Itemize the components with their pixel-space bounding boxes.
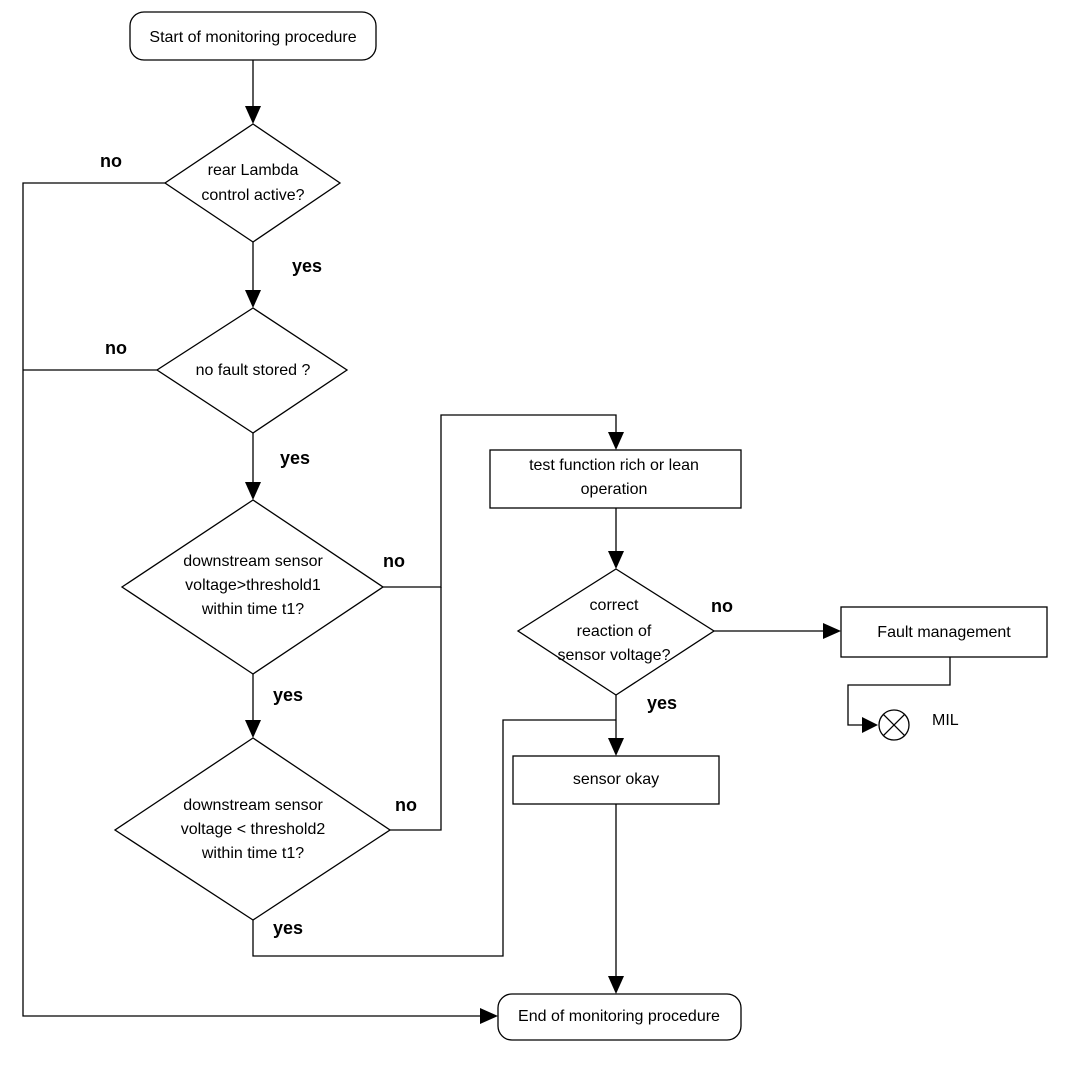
threshold2-line-3: within time t1? (201, 845, 304, 862)
threshold1-decision: downstream sensor voltage>threshold1 wit… (120, 499, 385, 675)
no-fault-diamond (155, 307, 349, 434)
arrowhead (608, 551, 624, 569)
threshold2-diamond (113, 737, 392, 921)
threshold2-decision: downstream sensor voltage < threshold2 w… (113, 737, 392, 921)
test-function-node: test function rich or lean operation (489, 449, 742, 509)
correct-reaction-yes-label: yes (647, 693, 677, 713)
mil-lamp-icon (878, 709, 910, 741)
threshold1-line-2: voltage>threshold1 (185, 577, 321, 594)
correct-reaction-line-2: reaction of (577, 623, 652, 640)
connector-threshold2-yes-to-sensor-okay (252, 719, 616, 957)
branch-labels: no yes no yes no yes no yes no yes (100, 151, 733, 938)
no-fault-yes-label: yes (280, 448, 310, 468)
rear-lambda-line-2: control active? (201, 187, 304, 204)
start-terminal (129, 11, 377, 61)
arrowhead (608, 976, 624, 994)
threshold1-diamond (120, 499, 385, 675)
connector-rear-lambda-no-to-end (22, 182, 480, 1017)
end-terminal (497, 993, 742, 1041)
threshold2-yes-label: yes (273, 918, 303, 938)
sensor-okay-box (512, 755, 720, 805)
arrowhead (480, 1008, 498, 1024)
correct-reaction-decision: correct reaction of sensor voltage? (516, 568, 716, 696)
rear-lambda-line-1: rear Lambda (208, 162, 299, 179)
correct-reaction-line-3: sensor voltage? (558, 647, 671, 664)
threshold2-line-2: voltage < threshold2 (181, 821, 326, 838)
arrowhead (245, 482, 261, 500)
rear-lambda-no-label: no (100, 151, 122, 171)
no-fault-label: no fault stored ? (196, 362, 311, 379)
arrowhead (823, 623, 841, 639)
test-function-box (489, 449, 742, 509)
test-function-line-2: operation (581, 481, 648, 498)
sensor-okay-node: sensor okay (512, 755, 720, 805)
connector-threshold1-no-to-test-function (383, 414, 617, 588)
rear-lambda-decision: rear Lambda control active? (163, 123, 342, 243)
sensor-okay-label: sensor okay (573, 771, 659, 788)
correct-reaction-line-1: correct (590, 597, 639, 614)
test-function-line-1: test function rich or lean (529, 457, 699, 474)
mil-indicator: MIL (878, 709, 959, 741)
end-node: End of monitoring procedure (497, 993, 742, 1041)
connector-threshold2-no-to-test-function (390, 587, 442, 831)
end-label: End of monitoring procedure (518, 1008, 720, 1025)
rear-lambda-diamond (163, 123, 342, 243)
start-node: Start of monitoring procedure (129, 11, 377, 61)
threshold2-line-1: downstream sensor (183, 797, 323, 814)
arrowhead (862, 717, 878, 733)
start-label: Start of monitoring procedure (149, 29, 356, 46)
threshold1-line-1: downstream sensor (183, 553, 323, 570)
mil-lamp-cross-b (882, 713, 906, 737)
arrowhead (245, 106, 261, 124)
rear-lambda-yes-label: yes (292, 256, 322, 276)
no-fault-no-label: no (105, 338, 127, 358)
threshold1-no-label: no (383, 551, 405, 571)
fault-management-node: Fault management (840, 606, 1048, 658)
no-fault-decision: no fault stored ? (155, 307, 349, 434)
fault-management-box (840, 606, 1048, 658)
threshold2-no-label: no (395, 795, 417, 815)
arrowhead (245, 720, 261, 738)
mil-label: MIL (932, 712, 959, 729)
correct-reaction-no-label: no (711, 596, 733, 616)
arrowhead (608, 432, 624, 450)
fault-management-label: Fault management (877, 624, 1011, 641)
threshold1-line-3: within time t1? (201, 601, 304, 618)
correct-reaction-diamond (516, 568, 716, 696)
threshold1-yes-label: yes (273, 685, 303, 705)
connector-fault-management-to-mil (847, 657, 951, 726)
connectors (22, 60, 951, 1024)
arrowhead (608, 738, 624, 756)
arrowhead (245, 290, 261, 308)
